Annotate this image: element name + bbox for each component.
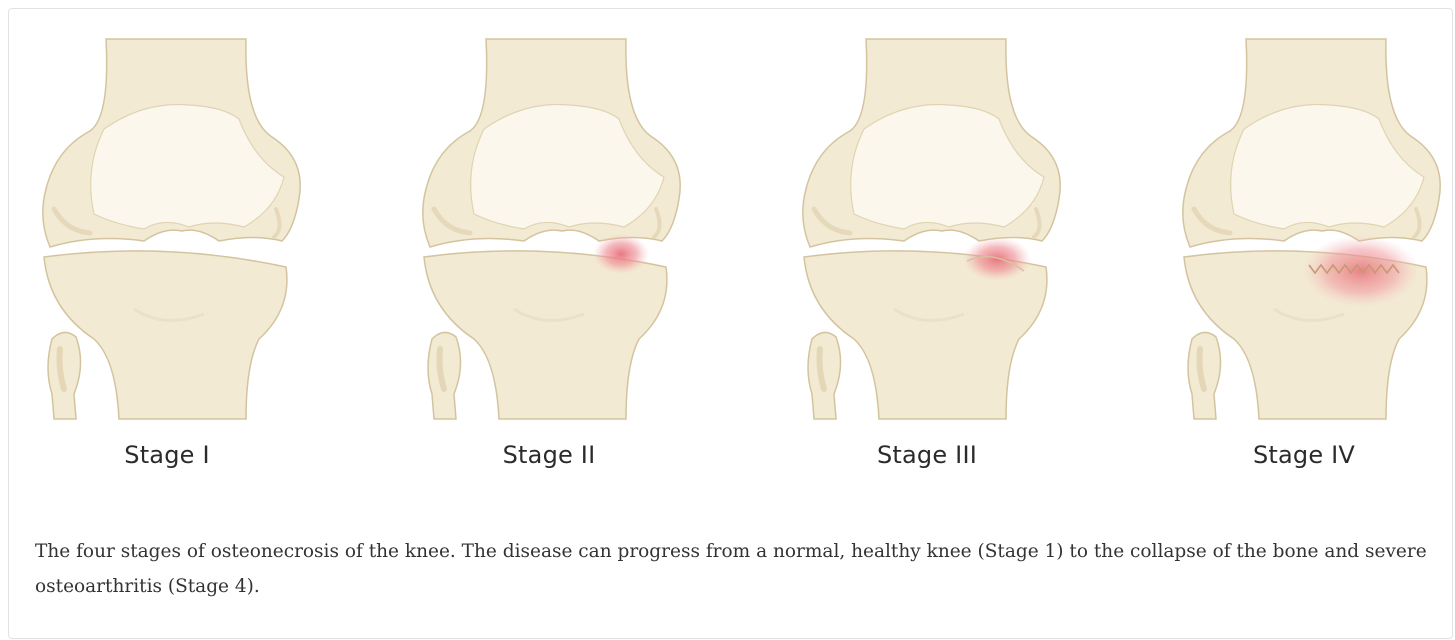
figure-caption: The four stages of osteonecrosis of the …	[35, 534, 1435, 604]
stage-label-4: Stage IV	[1154, 441, 1453, 469]
knee-stage-2	[423, 39, 680, 419]
knee-stage-1	[43, 39, 300, 419]
stage-label-1: Stage I	[17, 441, 317, 469]
lesion-stage-2	[593, 234, 649, 274]
figure-card: Stage I Stage II Stage III Stage IV The …	[8, 8, 1453, 639]
stage-label-3: Stage III	[777, 441, 1077, 469]
knee-stage-3	[803, 39, 1060, 419]
stage-label-2: Stage II	[399, 441, 699, 469]
knee-stage-4	[1183, 39, 1440, 419]
knee-stages-illustration	[9, 9, 1453, 509]
